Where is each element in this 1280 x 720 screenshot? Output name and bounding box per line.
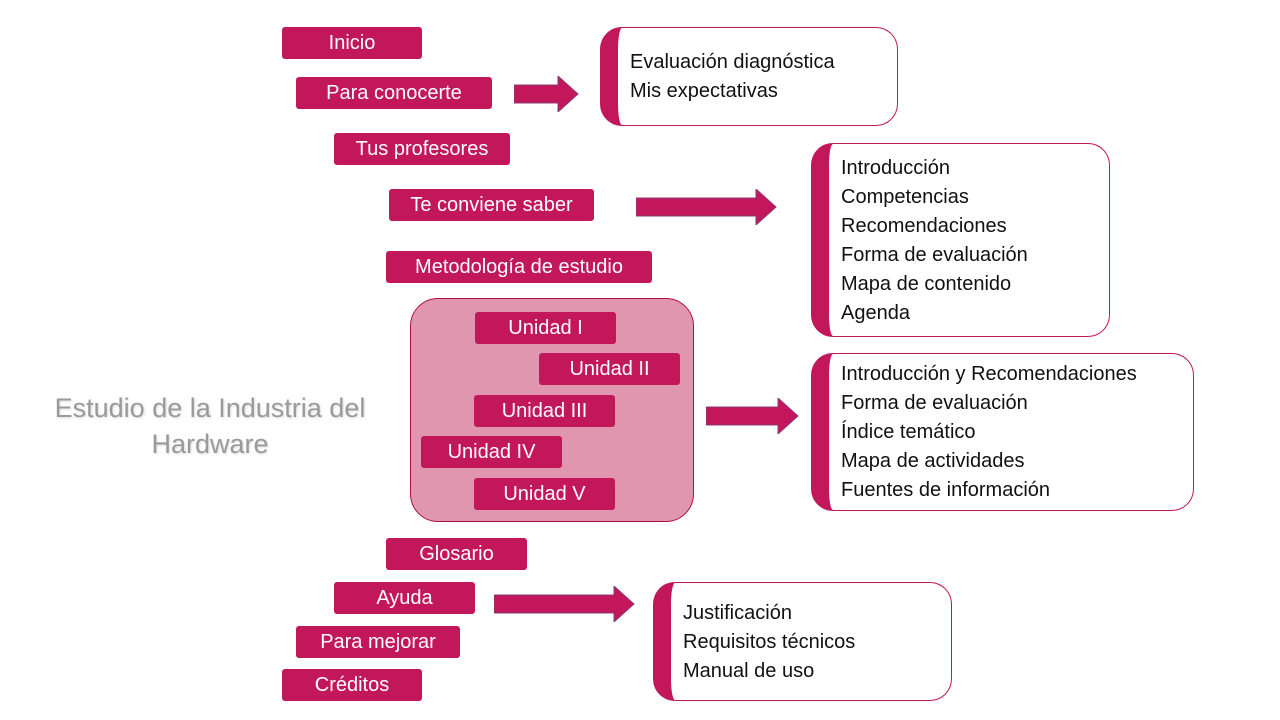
unidad-2-button[interactable]: Unidad II — [539, 353, 680, 385]
box-item[interactable]: Justificación — [683, 602, 792, 624]
unidad-3-button[interactable]: Unidad III — [474, 395, 615, 427]
box-item[interactable]: Mapa de actividades — [841, 450, 1025, 472]
glosario-button[interactable]: Glosario — [386, 538, 527, 570]
creditos-button[interactable]: Créditos — [282, 669, 422, 701]
box-item[interactable]: Agenda — [841, 302, 910, 324]
box-item[interactable]: Mis expectativas — [630, 80, 778, 102]
para-conocerte-button[interactable]: Para conocerte — [296, 77, 492, 109]
unidad-1-button[interactable]: Unidad I — [475, 312, 616, 344]
ayuda-button[interactable]: Ayuda — [334, 582, 475, 614]
box-item[interactable]: Forma de evaluación — [841, 392, 1028, 414]
tus-profesores-button[interactable]: Tus profesores — [334, 133, 510, 165]
box-item[interactable]: Competencias — [841, 186, 969, 208]
para-mejorar-button[interactable]: Para mejorar — [296, 626, 460, 658]
box-item[interactable]: Introducción y Recomendaciones — [841, 363, 1137, 385]
arrow-right-icon — [514, 76, 579, 112]
unidad-4-button[interactable]: Unidad IV — [421, 436, 562, 468]
box-item[interactable]: Manual de uso — [683, 660, 815, 682]
box-item[interactable]: Recomendaciones — [841, 215, 1007, 237]
box-item[interactable]: Requisitos técnicos — [683, 631, 856, 653]
inicio-button[interactable]: Inicio — [282, 27, 422, 59]
unidades-box: Introducción y Recomendaciones Forma de … — [811, 353, 1194, 511]
box-item[interactable]: Fuentes de información — [841, 479, 1051, 501]
conviene-box: Introducción Competencias Recomendacione… — [811, 143, 1110, 337]
arrow-right-icon — [636, 189, 777, 225]
te-conviene-saber-button[interactable]: Te conviene saber — [389, 189, 594, 221]
metodologia-button[interactable]: Metodología de estudio — [386, 251, 652, 283]
box-item[interactable]: Introducción — [841, 157, 950, 179]
box-item[interactable]: Forma de evaluación — [841, 244, 1028, 266]
conocerte-box: Evaluación diagnóstica Mis expectativas — [600, 27, 898, 126]
unidad-5-button[interactable]: Unidad V — [474, 478, 615, 510]
course-title: Estudio de la Industria del Hardware — [54, 393, 366, 459]
box-item[interactable]: Mapa de contenido — [841, 273, 1012, 295]
arrow-right-icon — [706, 398, 799, 434]
box-item[interactable]: Evaluación diagnóstica — [630, 51, 835, 73]
ayuda-box: Justificación Requisitos técnicos Manual… — [653, 582, 952, 701]
box-item[interactable]: Índice temático — [841, 421, 976, 443]
arrow-right-icon — [494, 586, 635, 622]
